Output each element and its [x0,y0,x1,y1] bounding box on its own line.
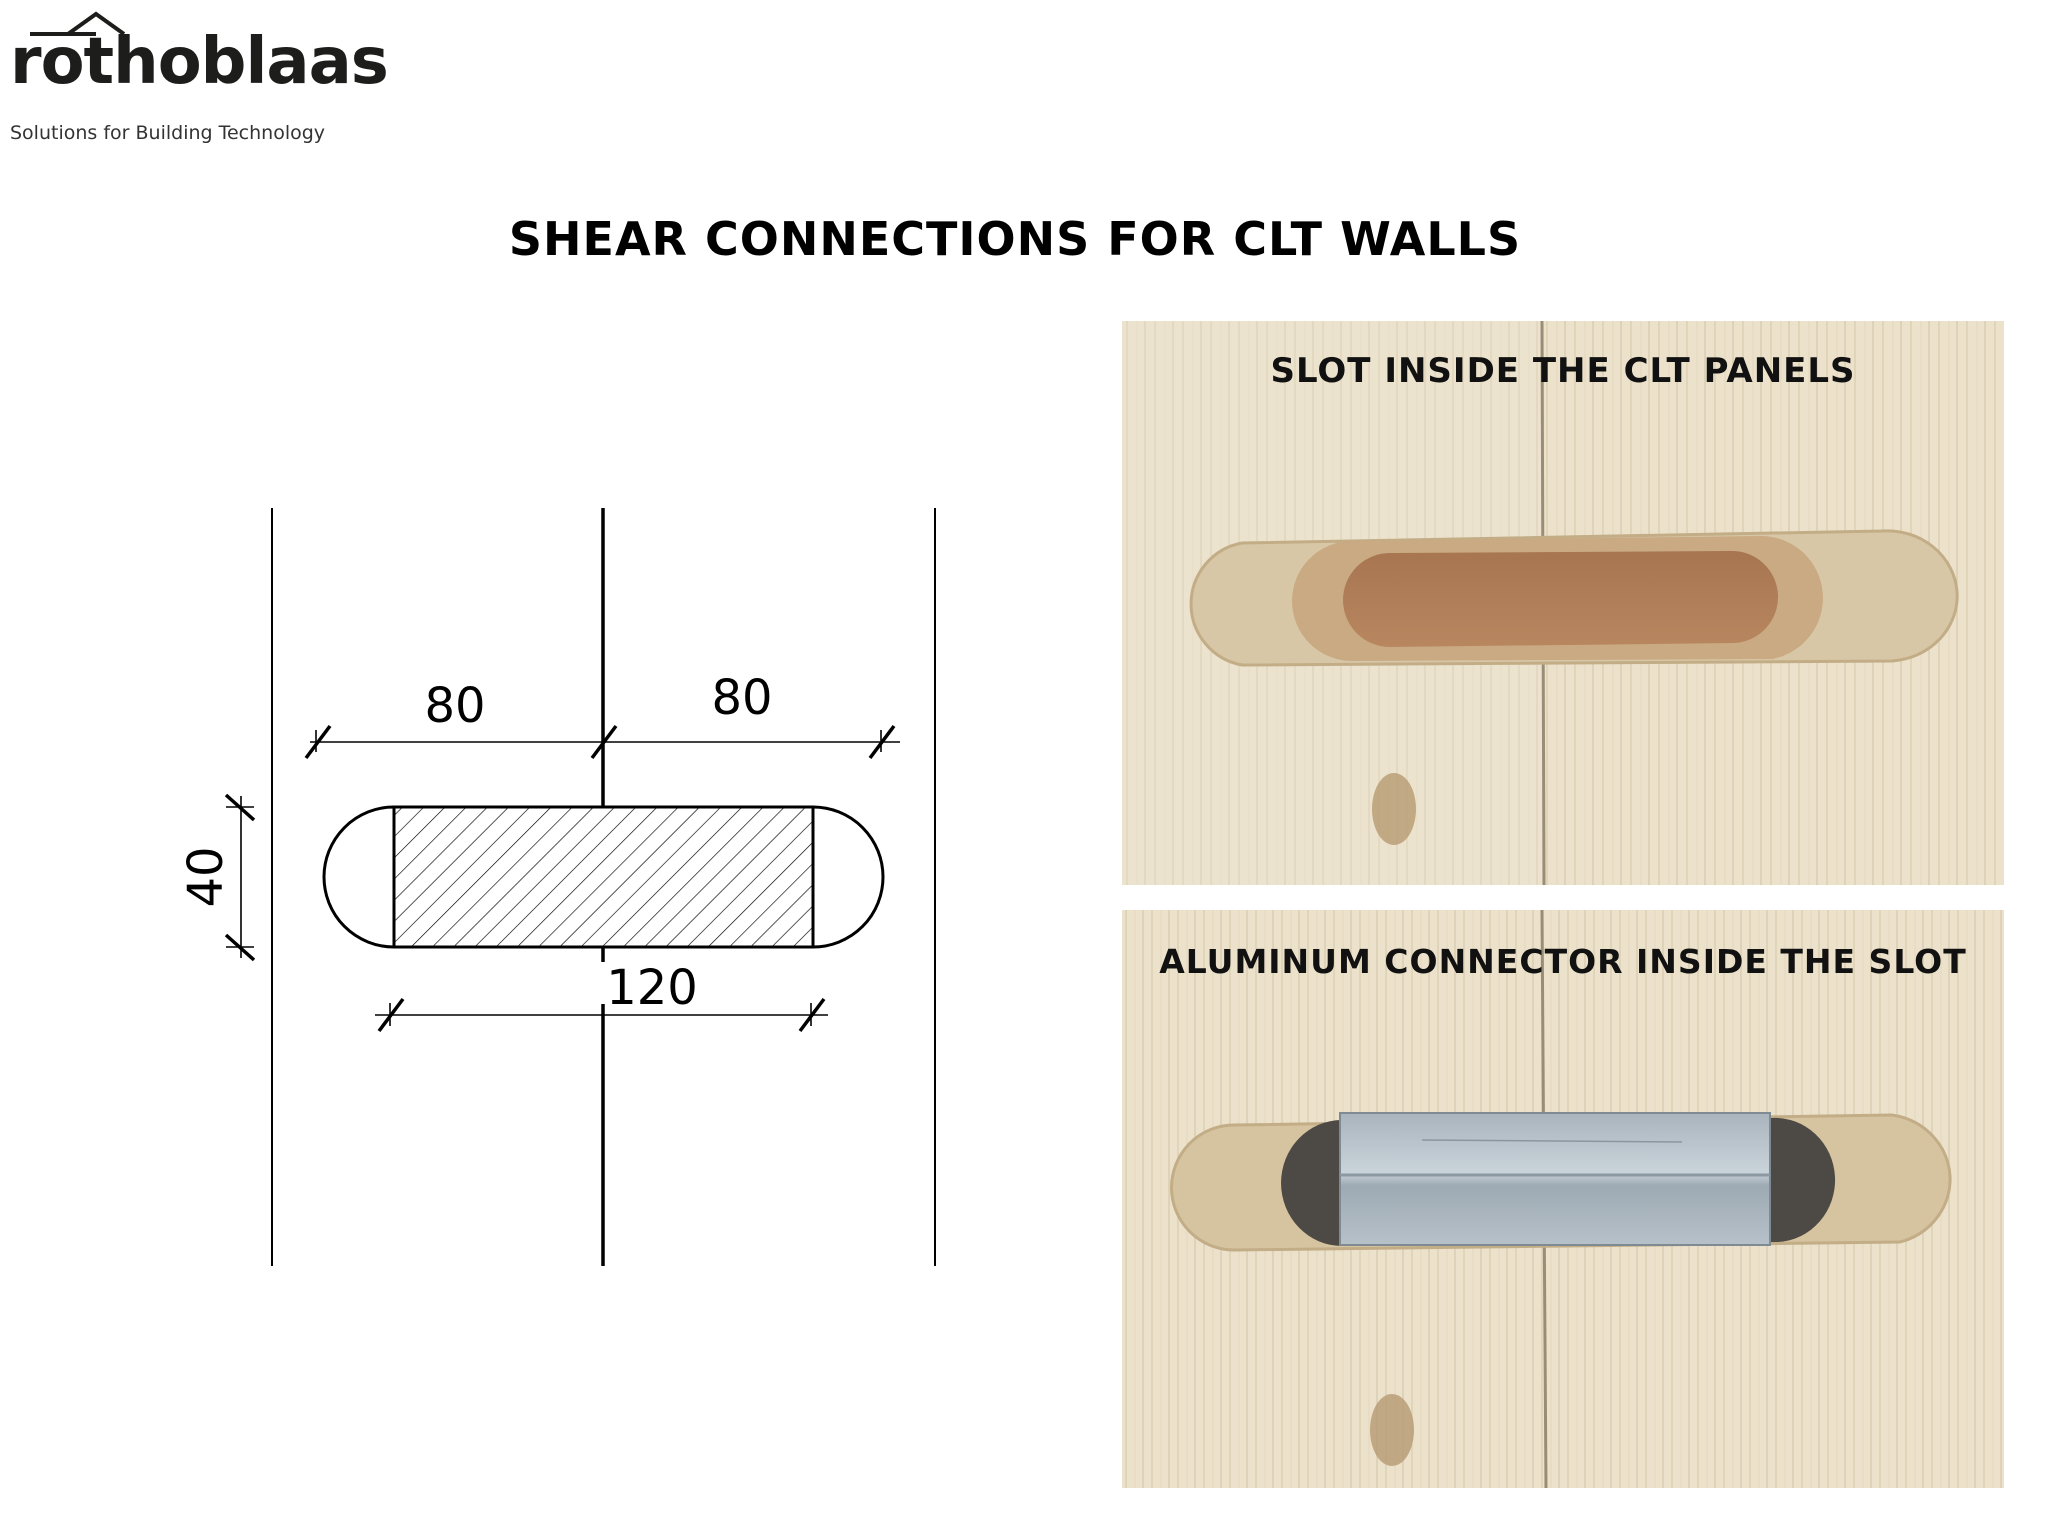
dimension-slash [590,724,618,760]
photo-caption-connector: ALUMINUM CONNECTOR INSIDE THE SLOT [1159,942,1967,981]
dimension-slash [224,933,256,962]
dimension-length: 120 [606,960,698,1016]
photo-slot-in-clt: SLOT INSIDE THE CLT PANELS [1122,321,2004,885]
dimension-slash [868,724,896,760]
brand-name: rothoblaas [10,25,389,99]
connector-section [392,805,815,949]
page-title: SHEAR CONNECTIONS FOR CLT WALLS [508,212,1522,266]
photo-aluminum-connector: ALUMINUM CONNECTOR INSIDE THE SLOT [1122,910,2004,1488]
dimension-left-offset: 80 [424,678,485,734]
dimension-height: 40 [178,846,234,907]
brand-tagline: Solutions for Building Technology [10,122,326,144]
slot-photo-illustration [1122,321,2004,885]
connector-photo-illustration [1122,910,2004,1488]
dimension-slash [377,997,405,1033]
dimension-right-offset: 80 [711,670,772,726]
dimension-slash [798,997,826,1033]
slot-dimension-drawing: 80 80 40 120 [178,508,936,1266]
photo-caption-slot: SLOT INSIDE THE CLT PANELS [1270,351,1856,391]
dimension-slash [304,724,332,760]
roof-icon [30,11,126,36]
aluminum-connector [1339,1112,1771,1246]
brand-logo: rothoblaas Solutions for Building Techno… [8,8,389,158]
dimension-slash [224,793,256,822]
